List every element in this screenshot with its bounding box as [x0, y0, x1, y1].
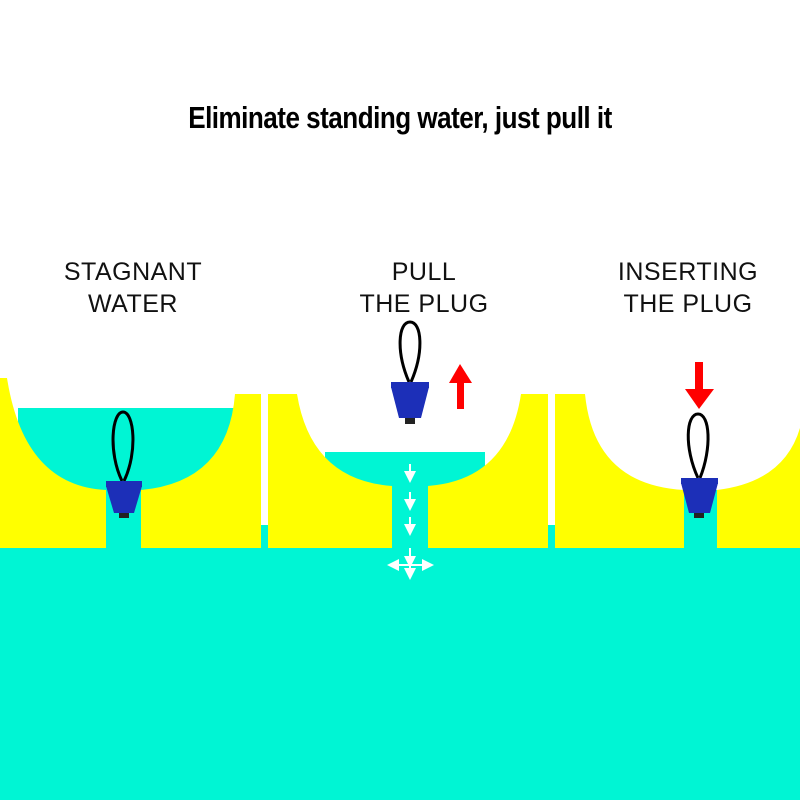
plug-icon	[681, 412, 718, 518]
label-stagnant-water: STAGNANT WATER	[23, 256, 243, 320]
arrow-down-icon	[685, 362, 714, 409]
page-title: Eliminate standing water, just pull it	[188, 100, 612, 135]
drain-channel-water	[392, 480, 428, 540]
label-line: THE PLUG	[359, 290, 489, 318]
hull-right-section	[141, 394, 261, 548]
label-line: THE PLUG	[623, 290, 753, 318]
flow-arrows-icon	[387, 464, 434, 580]
hull-left-section	[0, 378, 106, 548]
label-pull-the-plug: PULL THE PLUG	[314, 256, 534, 320]
label-line: STAGNANT	[63, 258, 203, 286]
label-inserting-the-plug: INSERTING THE PLUG	[578, 256, 798, 320]
hull-left-section	[268, 394, 392, 548]
plug-icon	[391, 320, 429, 424]
plug-icon	[106, 410, 142, 518]
arrow-up-icon	[449, 364, 472, 409]
hull-right-section	[717, 428, 800, 548]
hull-right-section	[428, 394, 548, 548]
label-line: PULL	[391, 258, 457, 286]
label-line: INSERTING	[617, 258, 759, 286]
water-body	[0, 525, 800, 800]
label-line: WATER	[88, 290, 178, 318]
hull-left-section	[555, 394, 684, 548]
